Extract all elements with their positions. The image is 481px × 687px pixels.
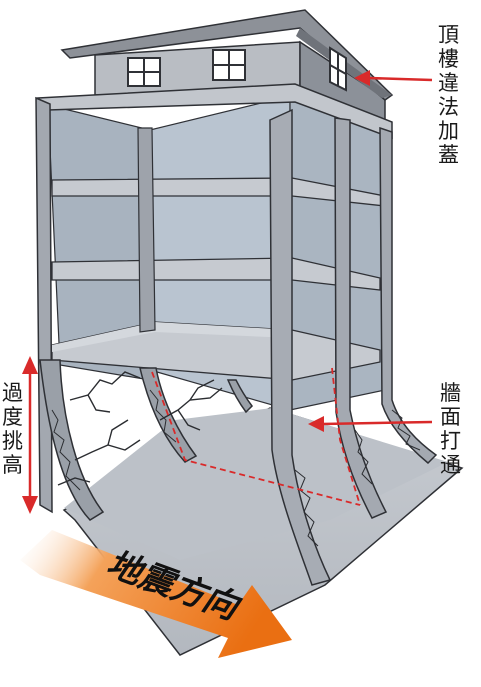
svg-text:違: 違: [438, 71, 459, 95]
window-icon: [329, 46, 347, 92]
svg-text:挑: 挑: [2, 429, 23, 453]
wall-cracks: [57, 371, 223, 486]
column: [137, 127, 156, 333]
svg-text:通: 通: [440, 453, 461, 477]
crumble-texture: [51, 389, 421, 547]
svg-text:度: 度: [2, 405, 23, 429]
label-rooftop: 頂 樓 違 法 加 蓋: [438, 23, 459, 167]
svg-text:蓋: 蓋: [438, 143, 459, 167]
window-icon: [127, 57, 161, 87]
annotation-arrows: [22, 70, 433, 514]
svg-text:打: 打: [440, 429, 461, 453]
svg-text:過: 過: [2, 381, 23, 405]
column: [35, 96, 53, 514]
svg-text:頂: 頂: [438, 23, 459, 47]
svg-text:加: 加: [438, 119, 459, 143]
svg-text:牆: 牆: [440, 381, 461, 405]
svg-text:法: 法: [438, 95, 459, 119]
svg-text:高: 高: [2, 453, 23, 477]
label-wall: 牆 面 打 通: [440, 381, 461, 477]
damaged-columns: [39, 108, 438, 586]
window-icon: [212, 49, 246, 81]
svg-text:樓: 樓: [438, 47, 459, 71]
removed-wall-lines: [151, 367, 361, 506]
label-height: 過 度 挑 高: [2, 381, 23, 477]
svg-text:面: 面: [440, 405, 461, 429]
